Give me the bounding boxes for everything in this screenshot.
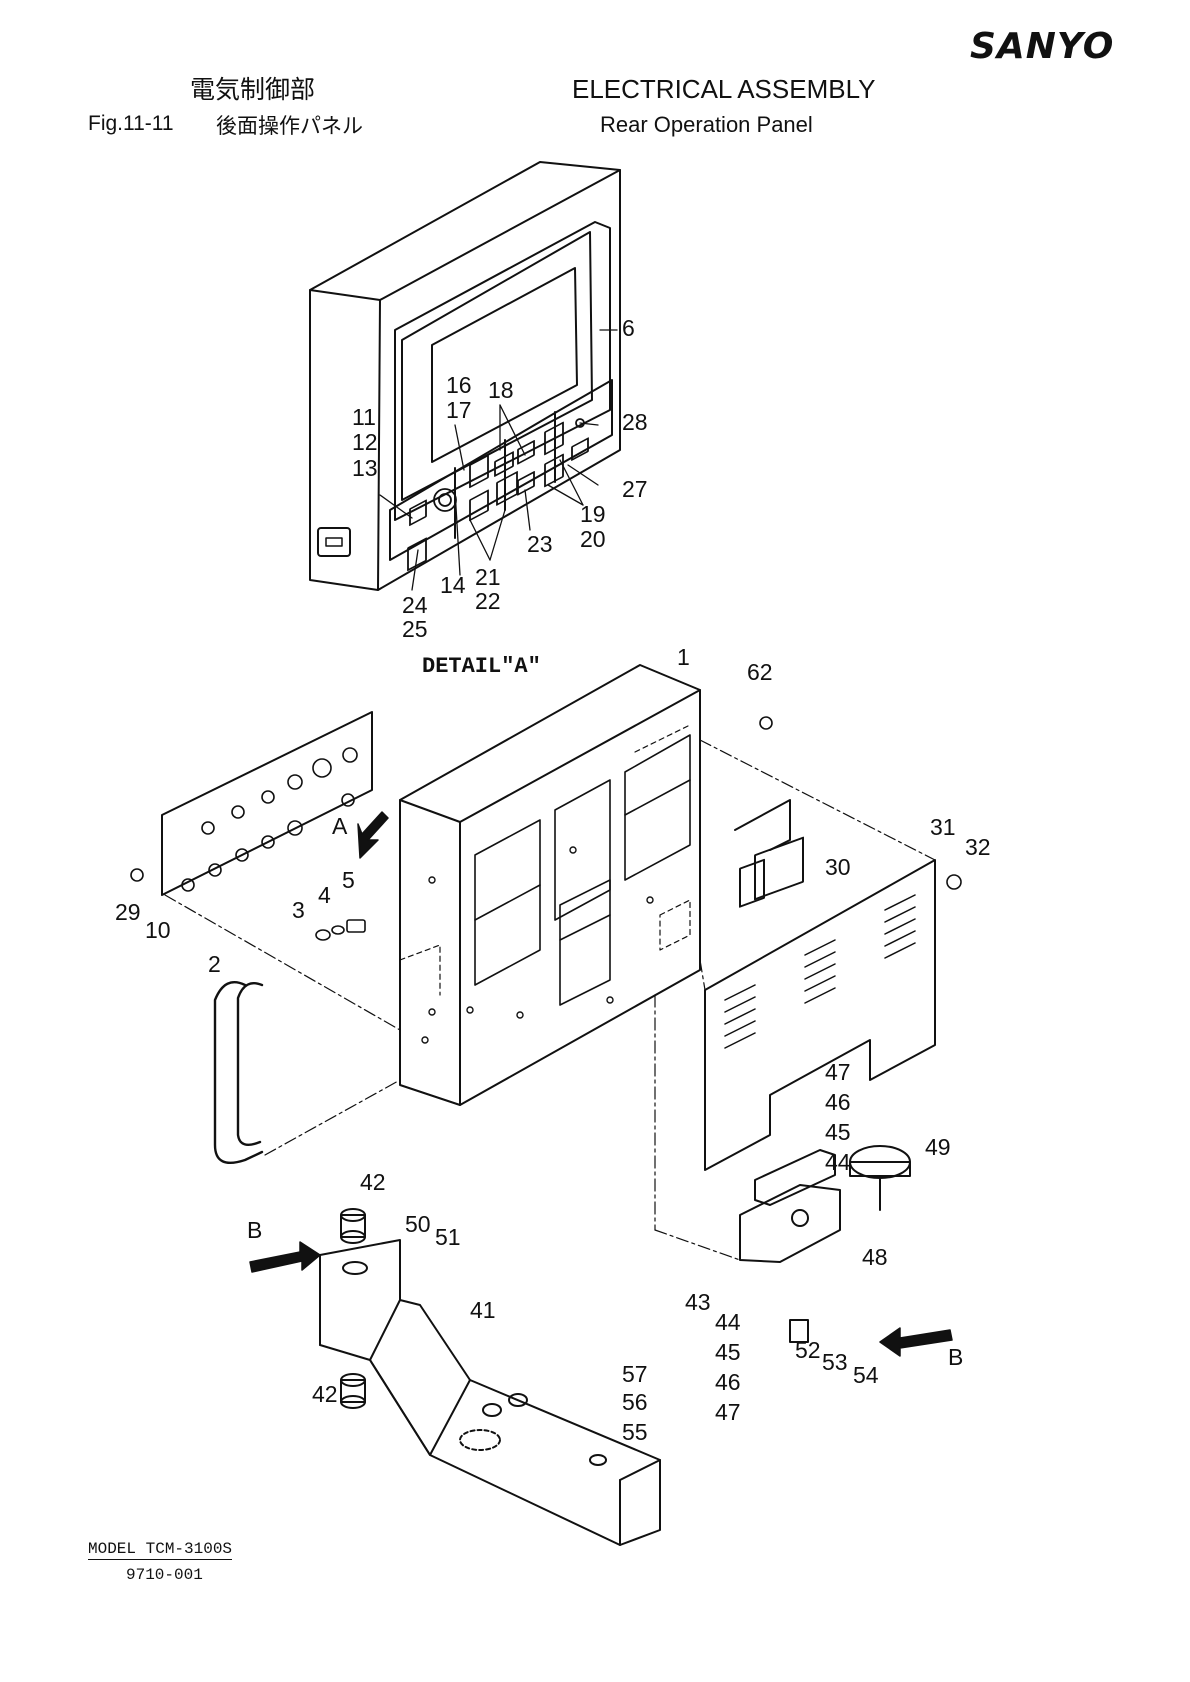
- detail-a-label: DETAIL"A": [422, 654, 541, 679]
- callout-14: 14: [440, 572, 466, 598]
- callout-13: 13: [352, 455, 378, 481]
- callout-48: 48: [862, 1244, 888, 1270]
- model-number: MODEL TCM-3100S: [88, 1540, 232, 1560]
- callout-49: 49: [925, 1134, 951, 1160]
- callout-51: 51: [435, 1224, 461, 1250]
- callout-12: 12: [352, 429, 378, 455]
- callout-17: 17: [446, 397, 472, 423]
- view-arrow-b-left: [250, 1242, 320, 1272]
- callout-24: 24: [402, 592, 428, 618]
- view-label-b-right: B: [948, 1344, 963, 1370]
- callout-20: 20: [580, 526, 606, 552]
- callout-30: 30: [825, 854, 851, 880]
- connector-drawing: [735, 800, 803, 907]
- view-arrow-b-right: [880, 1328, 952, 1356]
- callout-3: 3: [292, 897, 305, 923]
- callout-23: 23: [527, 531, 553, 557]
- callout-42b: 42: [312, 1381, 338, 1407]
- callout-6: 6: [622, 315, 635, 341]
- callout-53: 53: [822, 1349, 848, 1375]
- callout-11: 11: [352, 404, 376, 430]
- callout-28: 28: [622, 409, 648, 435]
- callout-18: 18: [488, 377, 514, 403]
- callout-46b: 46: [715, 1369, 741, 1395]
- stand-arm-drawing: [320, 1209, 660, 1545]
- callout-56: 56: [622, 1389, 648, 1415]
- callout-43: 43: [685, 1289, 711, 1315]
- callout-45b: 45: [715, 1339, 741, 1365]
- callout-57: 57: [622, 1361, 648, 1387]
- left-plate-drawing: [162, 712, 372, 895]
- callout-47a: 47: [825, 1059, 851, 1085]
- document-number: 9710-001: [126, 1566, 203, 1584]
- callout-1: 1: [677, 644, 690, 670]
- callout-10: 10: [145, 917, 171, 943]
- callout-32: 32: [965, 834, 991, 860]
- callout-22: 22: [475, 588, 501, 614]
- callout-55: 55: [622, 1419, 648, 1445]
- hardware-drawing: [131, 717, 961, 940]
- callout-46a: 46: [825, 1089, 851, 1115]
- callout-50: 50: [405, 1211, 431, 1237]
- view-label-b-left: B: [247, 1217, 262, 1243]
- callout-62: 62: [747, 659, 773, 685]
- view-label-a: A: [332, 813, 348, 839]
- callout-31: 31: [930, 814, 956, 840]
- callout-27: 27: [622, 476, 648, 502]
- callout-4: 4: [318, 882, 331, 908]
- callout-52: 52: [795, 1337, 821, 1363]
- view-arrow-a: [358, 812, 388, 858]
- handle-drawing: [215, 982, 262, 1163]
- callout-2: 2: [208, 951, 221, 977]
- callout-42a: 42: [360, 1169, 386, 1195]
- main-enclosure-drawing: [400, 665, 700, 1105]
- callout-41: 41: [470, 1297, 496, 1323]
- callout-29: 29: [115, 899, 141, 925]
- callout-16: 16: [446, 372, 472, 398]
- callout-45a: 45: [825, 1119, 851, 1145]
- callout-54: 54: [853, 1362, 879, 1388]
- callout-21: 21: [475, 564, 501, 590]
- callout-19: 19: [580, 501, 606, 527]
- callout-5: 5: [342, 867, 355, 893]
- callout-47b: 47: [715, 1399, 741, 1425]
- callout-25: 25: [402, 616, 428, 642]
- callout-44a: 44: [825, 1149, 851, 1175]
- callout-44b: 44: [715, 1309, 741, 1335]
